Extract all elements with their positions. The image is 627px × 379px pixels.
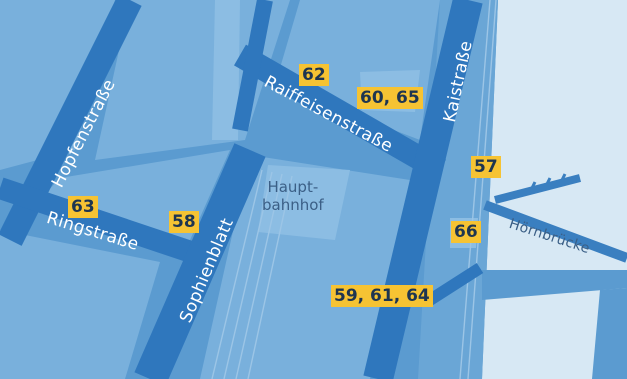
station-building <box>258 165 350 240</box>
hatched-area <box>212 0 240 140</box>
place-label-line: bahnhof <box>262 196 324 214</box>
road-raiffeisenstrasse <box>234 44 446 181</box>
stop-badge-66[interactable]: 66 <box>451 221 481 243</box>
stop-badge-60-65[interactable]: 60, 65 <box>357 87 423 109</box>
stop-badge-58[interactable]: 58 <box>169 211 199 233</box>
pier-south <box>482 270 627 300</box>
place-label-hauptbahnhof: Haupt- bahnhof <box>262 178 324 214</box>
pier-east <box>592 288 627 379</box>
hoernbruecke-bridge <box>483 173 627 263</box>
road-network <box>0 0 484 379</box>
road-south-link <box>426 262 484 306</box>
stop-badge-63[interactable]: 63 <box>68 196 98 218</box>
road-kaistrasse <box>363 0 483 379</box>
place-label-line: Haupt- <box>267 178 319 196</box>
road-ringstrasse <box>0 177 204 266</box>
rail-tracks <box>211 0 497 379</box>
stop-badge-57[interactable]: 57 <box>471 156 501 178</box>
block <box>0 0 115 170</box>
road-north <box>232 0 273 132</box>
stop-badge-59-61-64[interactable]: 59, 61, 64 <box>331 285 433 307</box>
road-sophienblatt <box>134 143 266 379</box>
block <box>0 230 160 379</box>
stop-badge-62[interactable]: 62 <box>299 64 329 86</box>
